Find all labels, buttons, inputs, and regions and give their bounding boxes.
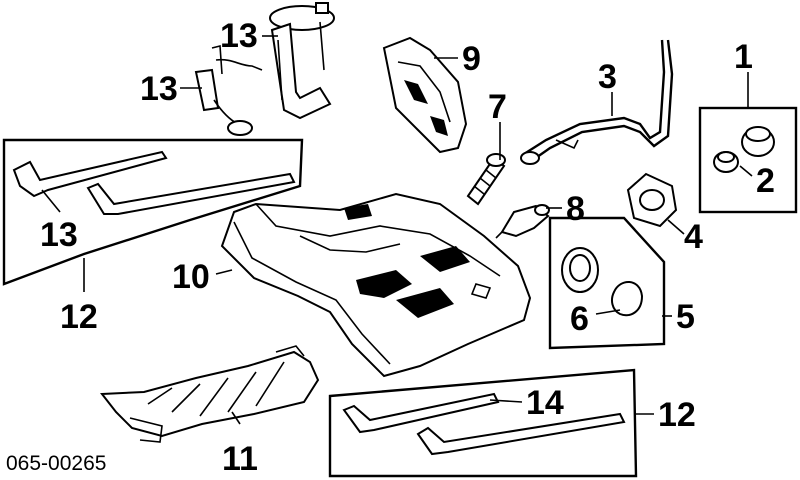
leader-lines — [41, 35, 753, 425]
callout-7: 7 — [488, 88, 507, 126]
callout-12-right: 12 — [658, 396, 696, 434]
callout-2: 2 — [756, 162, 775, 200]
callout-1: 1 — [734, 38, 753, 76]
callout-12-left: 12 — [60, 298, 98, 336]
callout-5: 5 — [676, 298, 695, 336]
filler-neck-housing-part — [626, 172, 678, 228]
callout-3: 3 — [598, 58, 617, 96]
filler-door-group — [548, 216, 666, 350]
callout-11: 11 — [222, 440, 258, 478]
callout-13-left: 13 — [40, 216, 78, 254]
callout-labels: 13 13 9 3 1 2 7 8 4 5 6 10 11 13 12 14 1… — [40, 17, 775, 478]
callout-15: 13 — [220, 17, 258, 55]
tank-strap-group-left — [2, 138, 304, 286]
callout-4: 4 — [684, 218, 703, 256]
callout-9: 9 — [462, 40, 481, 78]
callout-6: 6 — [570, 300, 589, 338]
filler-cap-group — [698, 106, 798, 214]
filler-pipe-part — [520, 39, 674, 165]
fuel-pump-bracket-part — [269, 2, 335, 120]
callout-14: 13 — [140, 70, 178, 108]
heat-insulator-part — [100, 345, 320, 443]
tank-protector-part — [382, 36, 468, 154]
vent-valve-part — [466, 153, 506, 206]
fuel-tank-part — [220, 192, 532, 378]
tank-strap-group-right — [328, 368, 638, 478]
check-valve-part — [495, 204, 550, 239]
callout-10: 10 — [172, 258, 210, 296]
figure-code: 065-00265 — [6, 452, 106, 475]
callout-8: 8 — [566, 190, 585, 228]
callout-13-right: 14 — [526, 384, 564, 422]
fuel-sender-part — [194, 44, 263, 136]
